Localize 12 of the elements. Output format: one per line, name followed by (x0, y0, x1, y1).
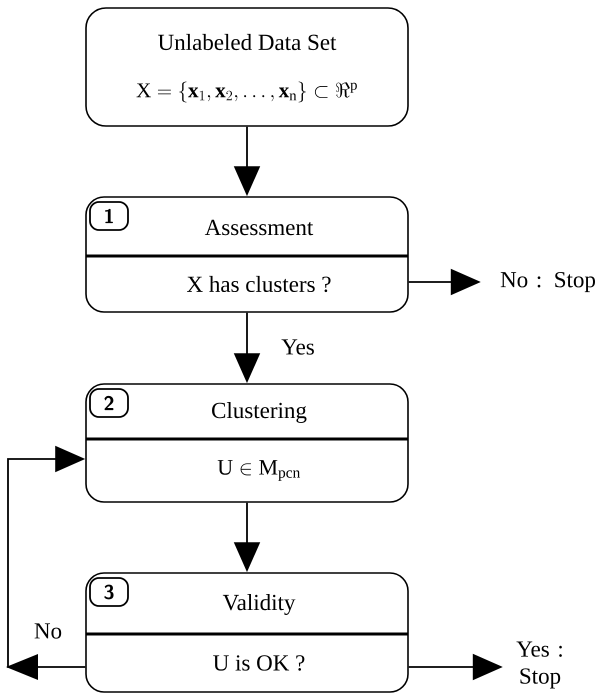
process-box: Validity U is OK ? 3 (85, 572, 409, 693)
arrow (6, 446, 86, 680)
edge-label: Yes (280, 338, 316, 356)
edge-label: No (32, 622, 64, 640)
data-box: Unlabeled Data Set $\mathrm{X}=\{\mathbf{x}_1,\mathbf{x}_2,\ldots,\mathbf{x}_{\mathrm{n}}\}\subset\Re^{\mathrm{p}}$ (85, 7, 409, 127)
step-number: 1 (89, 201, 129, 231)
step-number: 3 (89, 577, 129, 607)
step-number: 2 (89, 388, 129, 418)
outcome-text: Yes : Stop (516, 642, 562, 688)
process-box: Clustering $\mathrm{U}\in \mathrm{M}_{\mathrm{pcn}}$ 2 (85, 383, 409, 503)
outcome-text: No : Stop (500, 272, 596, 292)
process-box: Assessment X has clusters ? 1 (85, 196, 409, 313)
